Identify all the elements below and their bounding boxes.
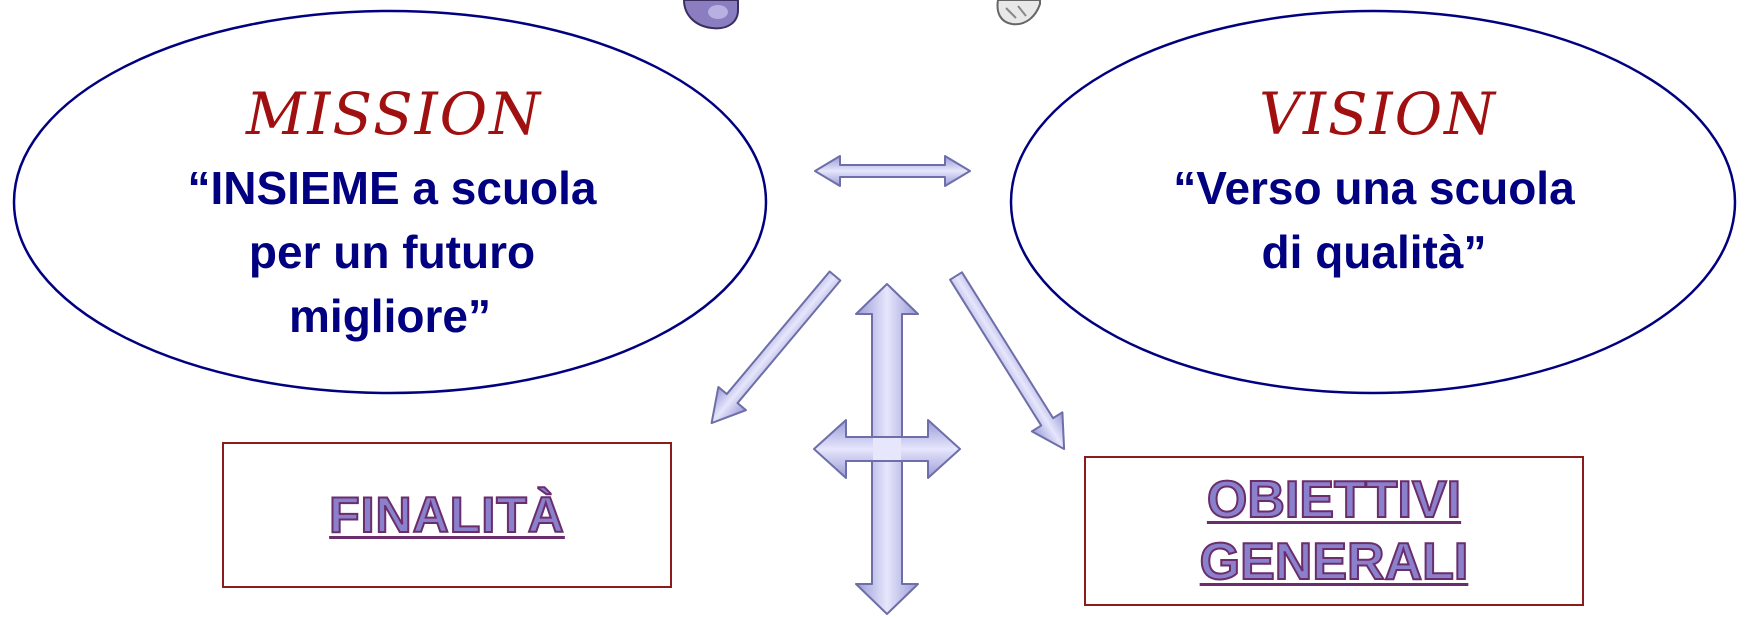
right-diagonal-arrow <box>949 271 1066 451</box>
mission-line-3: migliore” <box>289 290 491 342</box>
finalita-box[interactable]: FINALITÀ <box>222 442 672 588</box>
cartoon-figure-right-icon <box>996 0 1041 26</box>
mission-ellipse: MISSION “INSIEME a scuola per un futuro … <box>12 9 768 395</box>
left-diagonal-arrow <box>710 270 842 425</box>
mission-line-2: per un futuro <box>249 226 535 278</box>
obiettivi-line-1: OBIETTIVI <box>1206 470 1462 530</box>
vision-line-1: “Verso una scuola <box>1173 162 1575 214</box>
vision-title: VISION <box>1259 80 1497 148</box>
vision-line-2: di qualità” <box>1262 226 1487 278</box>
cartoon-figure-left-icon <box>682 0 739 30</box>
obiettivi-line-2: GENERALI <box>1199 532 1470 592</box>
obiettivi-generali-box[interactable]: OBIETTIVI GENERALI <box>1084 456 1584 606</box>
mission-line-1: “INSIEME a scuola <box>187 162 596 214</box>
vision-ellipse: VISION “Verso una scuola di qualità” <box>1009 9 1737 395</box>
mission-title: MISSION <box>245 80 542 148</box>
finalita-link[interactable]: FINALITÀ <box>328 486 565 544</box>
obiettivi-generali-link[interactable]: OBIETTIVI GENERALI <box>1199 469 1470 593</box>
horizontal-double-arrow <box>814 155 971 187</box>
